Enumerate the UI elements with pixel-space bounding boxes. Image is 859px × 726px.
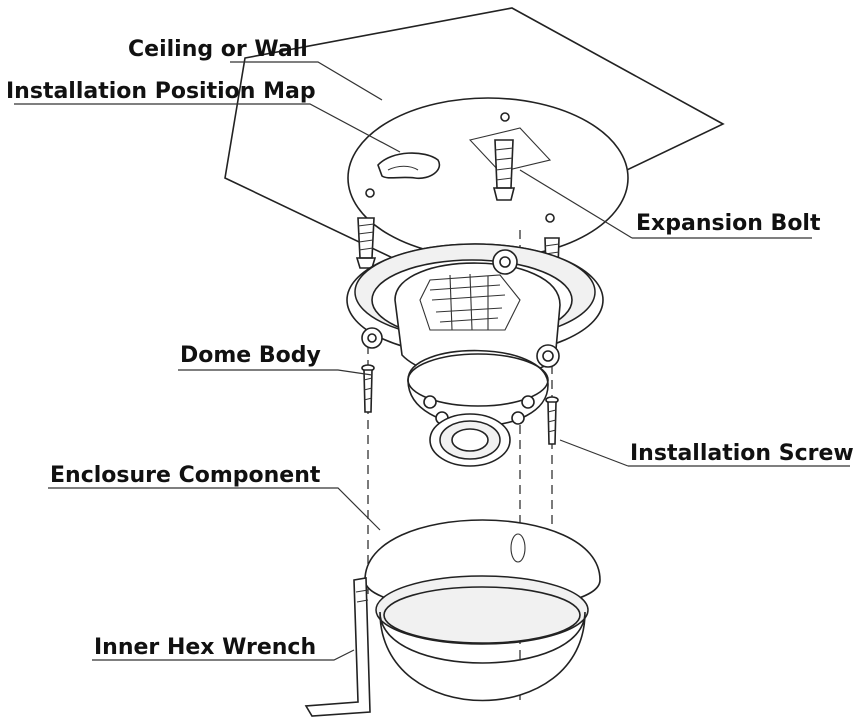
label-dome-body: Dome Body [180,343,321,368]
installation-screw-left [361,364,375,413]
enclosure-component [364,519,601,702]
callouts: Ceiling or Wall Installation Position Ma… [6,37,854,660]
label-expansion-bolt: Expansion Bolt [636,211,821,236]
expansion-bolt-center [492,139,516,201]
label-installation-position-map: Installation Position Map [6,79,316,104]
label-ceiling-or-wall: Ceiling or Wall [128,37,308,62]
dome-body [346,243,604,467]
label-inner-hex-wrench: Inner Hex Wrench [94,635,316,660]
label-installation-screw: Installation Screw [630,441,854,466]
hex-wrench [304,577,371,717]
position-map [347,97,629,259]
leader-lines [14,61,850,661]
label-enclosure-component: Enclosure Component [50,463,321,488]
installation-screw-right [545,396,559,445]
expansion-bolt-left [355,217,377,269]
